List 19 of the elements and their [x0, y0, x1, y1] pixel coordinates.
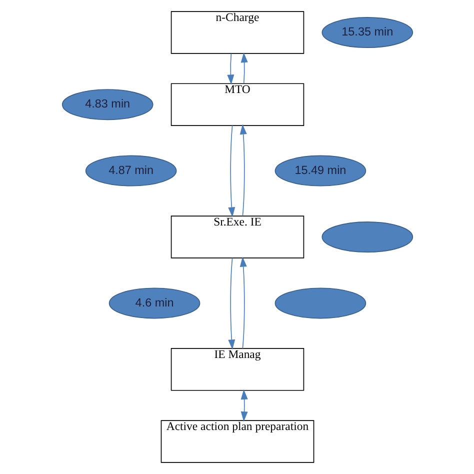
node-box: MTO [170, 83, 304, 126]
node-ellipse: 4.6 min [108, 288, 200, 319]
arrow [226, 53, 234, 85]
arrow [240, 389, 248, 422]
node-ellipse [274, 288, 366, 319]
arrow [239, 256, 246, 349]
node-ellipse: 15.49 min [274, 155, 366, 186]
arrow [240, 52, 248, 84]
node-ellipse: 4.83 min [61, 89, 153, 120]
node-ellipse: 15.35 min [321, 17, 413, 48]
node-ellipse [321, 222, 413, 252]
node-box: Active action plan preparation [160, 420, 314, 463]
node-box: n-Charge [170, 11, 304, 54]
node-box: Sr.Exe. IE [170, 216, 304, 258]
arrow [239, 124, 246, 216]
node-box: IE Manag [170, 348, 304, 391]
arrow [228, 125, 235, 218]
node-ellipse: 4.87 min [84, 155, 176, 186]
arrow [228, 258, 235, 350]
